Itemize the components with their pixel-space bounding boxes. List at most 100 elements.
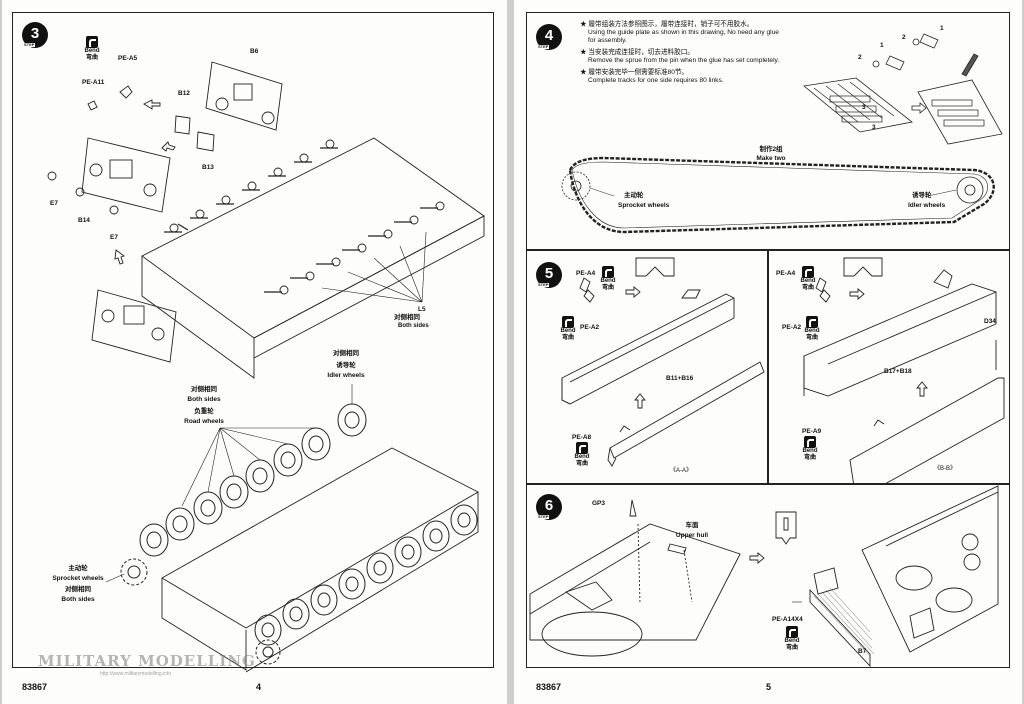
sprocket-wheels-en: Sprocket wheels <box>52 575 104 582</box>
callout-1a: 1 <box>880 42 884 49</box>
step-word: STEP <box>537 282 550 287</box>
step5b-pe-a9: PE-A9 <box>802 428 822 435</box>
page-number-left: 4 <box>256 682 262 692</box>
fender-assembly-drawing <box>561 257 1005 484</box>
bend-label-cn: 弯曲 <box>561 335 574 341</box>
step4-note-6: ★ 履带安装完毕一侧需要标准80节。 <box>580 69 689 76</box>
bend-icon-5a-3: Bend 弯曲 <box>566 442 598 468</box>
idler-wheels-en: Idler wheels <box>327 372 365 379</box>
track-idler-en: Idler wheels <box>908 202 946 209</box>
step-number: 6 <box>544 497 554 514</box>
road-wheels-en: Road wheels <box>184 418 224 425</box>
part-gp3: GP3 <box>592 500 606 507</box>
step4-note-4: ★ 当安装完成连接时，切去进料胶口。 <box>580 49 694 56</box>
road-wheels-both-cn: 对侧相同 <box>191 386 217 393</box>
step-6-badge: 6 STEP <box>536 494 562 520</box>
bend-icon <box>562 316 574 328</box>
callout-3b: 3 <box>872 124 876 131</box>
step-word: STEP <box>23 42 36 47</box>
step5-left-frame <box>526 250 768 484</box>
step5a-pe-a2: PE-A2 <box>580 324 600 331</box>
idler-both-sides-cn: 对侧相同 <box>333 350 359 357</box>
bend-icon <box>86 36 98 48</box>
idler-wheels-cn: 诱导轮 <box>336 362 356 369</box>
part-e7-a: E7 <box>50 200 58 207</box>
bend-icon-5a-2: Bend 弯曲 <box>552 316 584 342</box>
step5b-d34: D34 <box>984 318 996 325</box>
upper-hull-en: Upper hull <box>675 532 709 539</box>
step-5-badge: 5 STEP <box>536 262 562 288</box>
step4-note-7: Complete tracks for one side requires 80… <box>588 77 724 84</box>
callout-1b: 1 <box>940 25 944 32</box>
bend-label-en: Bend <box>84 48 100 54</box>
part-b6: B6 <box>250 48 259 55</box>
sprocket-both-sides-en: Both sides <box>61 596 95 603</box>
bend-icon-5a-1: Bend 弯曲 <box>592 266 624 292</box>
bend-icon-step3: Bend 弯曲 <box>76 36 108 62</box>
part-pe-a11: PE-A11 <box>82 79 105 86</box>
step-number: 5 <box>544 265 554 282</box>
part-b14: B14 <box>78 217 90 224</box>
step5a-parts: B11+B16 <box>666 375 694 382</box>
step-word: STEP <box>537 514 550 519</box>
road-wheels-cn: 负重轮 <box>194 408 214 415</box>
bend-label-en: Bend <box>784 638 800 644</box>
bend-label-cn: 弯曲 <box>803 455 816 461</box>
step4-note-5: Remove the sprue from the pin when the g… <box>588 57 780 64</box>
bend-label-en: Bend <box>574 454 590 460</box>
upper-hull-drawing <box>529 485 999 668</box>
step-number: 3 <box>30 25 40 42</box>
step5b-parts: B17+B18 <box>884 368 912 375</box>
step-3-badge: 3 STEP <box>22 22 48 48</box>
watermark-text: MILITARY MODELLING <box>38 652 256 670</box>
hull-suspension-drawing <box>47 61 485 673</box>
catalog-number-left: 83867 <box>22 682 48 692</box>
bend-icon-5b-2: Bend 弯曲 <box>796 316 828 342</box>
bend-label-cn: 弯曲 <box>575 461 588 467</box>
callout-2b: 2 <box>858 54 862 61</box>
catalog-number-right: 83867 <box>536 682 562 692</box>
bend-icon <box>576 442 588 454</box>
make-two-en: Make two <box>756 155 786 162</box>
make-two-cn: 制作2组 <box>759 146 783 153</box>
step5a-pe-a8: PE-A8 <box>572 434 592 441</box>
bend-icon <box>804 436 816 448</box>
bend-icon-5b-3: Bend 弯曲 <box>794 436 826 462</box>
bend-icon <box>602 266 614 278</box>
step6-frame <box>526 484 1010 668</box>
bend-label-cn: 弯曲 <box>601 285 614 291</box>
step-4-badge: 4 STEP <box>536 24 562 50</box>
step5-right-frame <box>768 250 1010 484</box>
track-idler-cn: 诱导轮 <box>912 192 932 199</box>
bend-label-cn: 弯曲 <box>805 335 818 341</box>
part-l5: L5 <box>418 306 426 313</box>
part-e7-b: E7 <box>110 234 118 241</box>
bend-icon <box>806 316 818 328</box>
both-sides-cn-step3: 对侧相同 <box>394 314 420 321</box>
step-number: 4 <box>544 27 554 44</box>
bend-label-en: Bend <box>802 448 818 454</box>
bend-label-en: Bend <box>804 328 820 334</box>
bend-icon-step6: Bend 弯曲 <box>776 626 808 652</box>
step5b-pe-a4: PE-A4 <box>776 270 796 277</box>
sprocket-both-sides-cn: 对侧相同 <box>65 586 91 593</box>
step4-frame <box>526 12 1010 250</box>
both-sides-en-step3: Both sides <box>398 323 429 329</box>
track-sprocket-en: Sprocket wheels <box>618 202 670 209</box>
sprocket-wheels-cn: 主动轮 <box>68 565 88 572</box>
bend-label-cn: 弯曲 <box>85 55 98 61</box>
step5b-pe-a2: PE-A2 <box>782 324 802 331</box>
part-pe-a5: PE-A5 <box>118 55 138 62</box>
bend-icon-5b-1: Bend 弯曲 <box>792 266 824 292</box>
step4-note-3: for assembly. <box>588 37 627 44</box>
right-instruction-page: 4 STEP ★ 履带组装方法参照图示，履带连接时，销子可不用胶水。 Using… <box>514 0 1022 704</box>
road-wheels-both-en: Both sides <box>187 396 221 403</box>
bend-label-en: Bend <box>560 328 576 334</box>
bend-label-en: Bend <box>600 278 616 284</box>
step5b-section: 《B-B》 <box>934 466 957 472</box>
bend-label-en: Bend <box>800 278 816 284</box>
step5a-pe-a4: PE-A4 <box>576 270 596 277</box>
page-number-right: 5 <box>766 682 772 692</box>
bend-label-cn: 弯曲 <box>785 645 798 651</box>
bend-icon <box>786 626 798 638</box>
